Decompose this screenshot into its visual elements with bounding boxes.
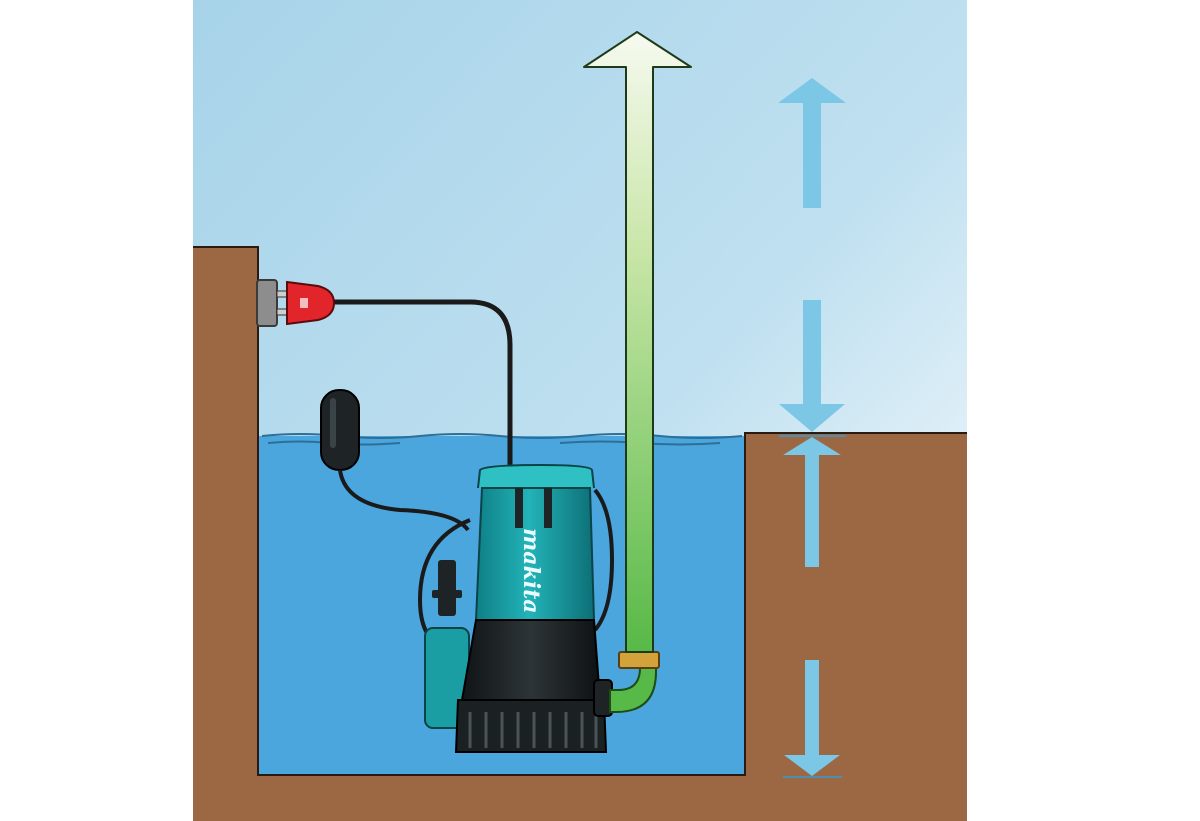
power-cable <box>330 299 513 475</box>
pump-body <box>454 463 613 753</box>
float-cable <box>338 469 470 532</box>
pump-valve <box>432 560 462 616</box>
level-down-arrow-icon <box>784 660 840 776</box>
plug-icon <box>276 280 336 326</box>
pump-brand-label: makita <box>518 528 544 614</box>
discharge-arrow-icon <box>583 31 692 653</box>
wall-socket <box>256 279 278 327</box>
level-up-arrow-icon <box>778 78 846 208</box>
soil <box>193 246 967 821</box>
level-up-arrow-icon <box>783 437 841 567</box>
level-down-arrow-icon <box>779 300 845 432</box>
float-switch-icon <box>320 389 360 471</box>
pipe-coupling <box>618 651 660 669</box>
